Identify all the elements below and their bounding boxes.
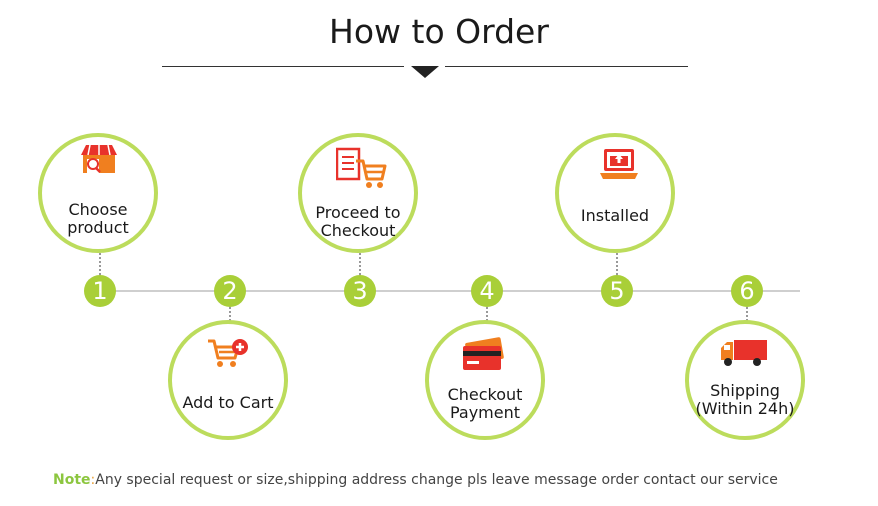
step-6-connector [746,307,748,321]
step-3-connector [359,253,361,275]
note-separator: : [90,472,96,488]
checkout-cart-icon [336,147,387,188]
cart-add-icon [208,339,248,367]
title-rule-left [162,66,404,67]
step-5-number-badge: 5 [601,275,633,307]
note-label: Note [53,472,91,488]
step-5-label-line1: Installed [580,206,650,225]
step-2-connector [229,307,231,321]
step-3-label-line2: Checkout [320,221,396,240]
credit-card-icon [463,337,504,370]
step-4-label-line2: Payment [449,403,521,422]
step-2-circle: Add to Cart [168,320,288,440]
note-body: Any special request or size,shipping add… [95,472,778,488]
step-4-connector [486,307,488,321]
laptop-icon [600,149,638,179]
note-text: Note:Any special request or size,shippin… [53,472,778,488]
step-6-label-line2: (Within 24h) [695,399,795,418]
step-2-label-line1: Add to Cart [182,393,274,412]
step-3-circle: Proceed to Checkout [298,133,418,253]
page-title: How to Order [329,12,549,51]
step-1-circle: Choose product [38,133,158,253]
step-4-circle: Checkout Payment [425,320,545,440]
step-5-circle: Installed [555,133,675,253]
title-arrow-down-icon [411,66,439,78]
step-3-label-line1: Proceed to [315,203,401,222]
step-2-number-badge: 2 [214,275,246,307]
step-6-number-badge: 6 [731,275,763,307]
shop-icon [81,144,117,173]
step-1-connector [99,253,101,275]
step-1-label-line2: product [67,218,129,237]
step-6-circle: Shipping (Within 24h) [685,320,805,440]
step-1-number-badge: 1 [84,275,116,307]
title-rule-right [445,66,688,67]
step-3-number-badge: 3 [344,275,376,307]
step-1-label-line1: Choose [68,200,128,219]
timeline-line [90,290,800,292]
step-4-number-badge: 4 [471,275,503,307]
step-5-connector [616,253,618,275]
truck-icon [721,340,767,366]
step-4-label-line1: Checkout [447,385,523,404]
step-6-label-line1: Shipping [710,381,780,400]
